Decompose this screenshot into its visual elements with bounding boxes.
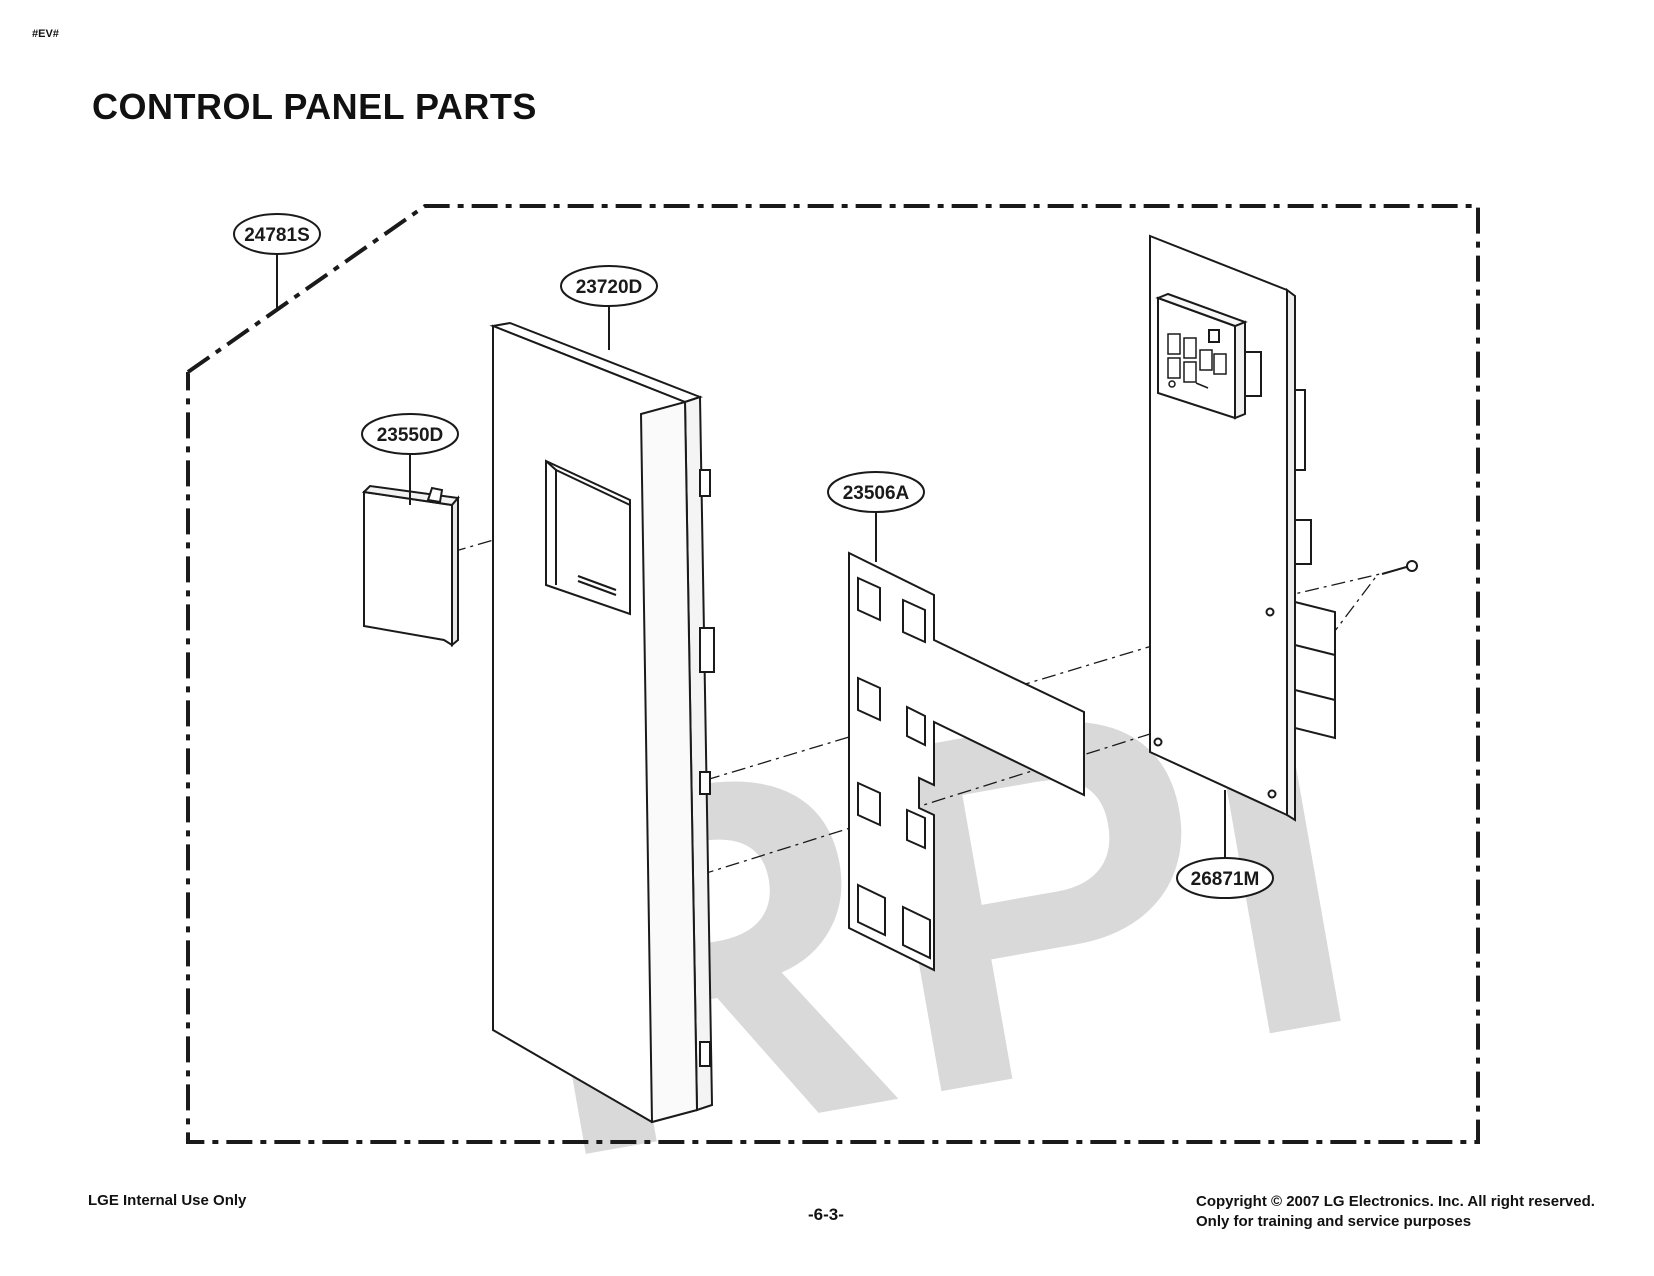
callout-label-assembly: 24781S bbox=[244, 225, 310, 246]
display-segments bbox=[1167, 333, 1227, 389]
footer-copyright-block: Copyright © 2007 LG Electronics. Inc. Al… bbox=[1196, 1192, 1595, 1232]
callout-label-panel: 23720D bbox=[576, 277, 643, 298]
control-panel-part bbox=[489, 321, 715, 1124]
purpose-text: Only for training and service purposes bbox=[1196, 1213, 1472, 1230]
page-title: CONTROL PANEL PARTS bbox=[92, 86, 537, 127]
callout-label-button: 23550D bbox=[377, 425, 444, 446]
callout-stems bbox=[276, 254, 1226, 864]
membrane-sheet-part bbox=[848, 551, 1085, 972]
assembly-boundary bbox=[186, 204, 1480, 1144]
callout-23506A: 23506A bbox=[827, 471, 925, 513]
page-number: -6-3- bbox=[808, 1205, 844, 1224]
page-tag: #EV# bbox=[32, 28, 59, 40]
callout-label-sheet: 23506A bbox=[843, 483, 910, 504]
callout-24781S: 24781S bbox=[233, 213, 321, 255]
footer-internal-use: LGE Internal Use Only bbox=[88, 1192, 247, 1209]
callout-23550D: 23550D bbox=[361, 413, 459, 455]
callout-label-pcb: 26871M bbox=[1191, 869, 1260, 890]
screw-part bbox=[1381, 560, 1418, 575]
button-part bbox=[361, 484, 460, 648]
callout-26871M: 26871M bbox=[1176, 857, 1274, 899]
callout-23720D: 23720D bbox=[560, 265, 658, 307]
copyright-text: Copyright © 2007 LG Electronics. Inc. Al… bbox=[1196, 1193, 1595, 1210]
